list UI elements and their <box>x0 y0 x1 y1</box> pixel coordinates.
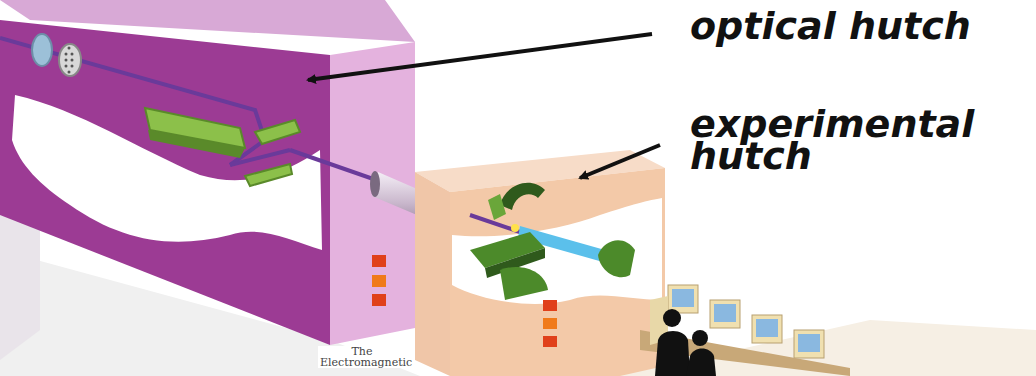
hutch-label: optical hutch <box>690 10 1030 42</box>
monochromator-crystal <box>245 164 292 186</box>
monochromator-crystal <box>255 120 300 144</box>
detector <box>598 240 635 277</box>
optical-hutch-side <box>0 20 330 345</box>
diffractometer <box>500 183 545 210</box>
experimental-hutch-side <box>450 168 665 376</box>
control-room-floor <box>620 320 1036 376</box>
leader-arrow <box>308 34 652 80</box>
cutaway <box>12 95 322 250</box>
leader-arrow <box>580 145 660 178</box>
filter <box>59 44 81 76</box>
logo-text: The Electromagnetic <box>318 346 406 368</box>
hutch-label: experimental hutch <box>690 108 1030 172</box>
operators <box>655 309 716 376</box>
computer-stations <box>640 285 850 376</box>
aperture <box>32 34 52 66</box>
